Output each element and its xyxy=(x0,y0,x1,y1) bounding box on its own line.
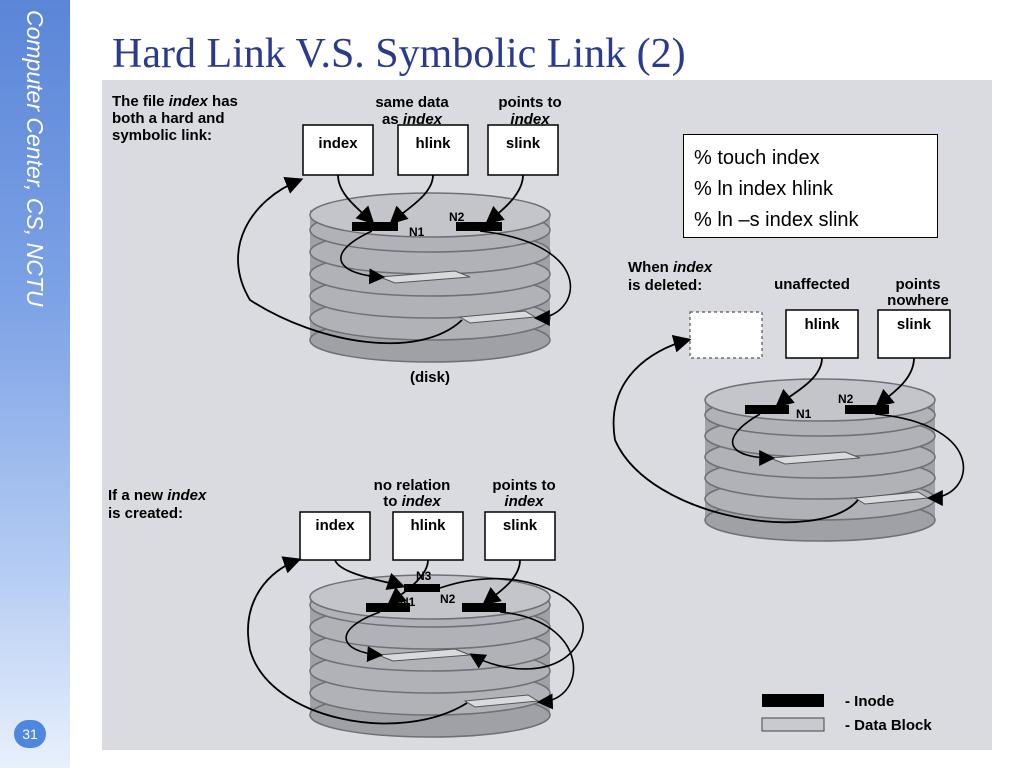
box-hlink-label: hlink xyxy=(410,517,446,534)
arrow-hlink-to-n1 xyxy=(389,174,434,225)
arrow-hlink-to-n1 xyxy=(387,559,429,606)
inode-n1 xyxy=(366,603,410,612)
panel1-caption: The file index has xyxy=(112,93,238,110)
disk-2: N1 N2 xyxy=(704,378,936,542)
box-slink-label: slink xyxy=(503,517,538,534)
data-block xyxy=(379,270,471,284)
box-hlink xyxy=(785,309,859,359)
panel1-label-same-line2: as index xyxy=(382,111,443,128)
command-line: % ln –s index slink xyxy=(694,209,859,231)
inode-n3 xyxy=(404,584,440,592)
arrow-slink-to-n2 xyxy=(875,357,915,408)
arrow-index-to-n3 xyxy=(334,559,406,590)
panel1-label-same: same data xyxy=(375,94,449,111)
arrow-n3-to-block xyxy=(439,578,584,670)
box-hlink xyxy=(397,124,469,176)
inode-n2 xyxy=(845,405,889,414)
sidebar: Computer Center, CS, NCTU 31 xyxy=(0,0,70,768)
label-n2: N2 xyxy=(449,210,465,224)
panel3-label-points: points to xyxy=(492,477,555,494)
arrow-n2-to-block xyxy=(499,611,575,710)
panel1-label-points-em: index xyxy=(510,111,550,128)
arrow-n2-to-block xyxy=(874,413,965,506)
box-slink xyxy=(487,124,559,176)
panel3-label-norelation: no relation xyxy=(374,477,451,494)
sidebar-label: Computer Center, CS, NCTU xyxy=(22,10,48,307)
legend-inode-label: - Inode xyxy=(845,693,894,710)
panel-both-links: The file index has both a hard and symbo… xyxy=(112,93,572,386)
panel2-label-unaffected: unaffected xyxy=(774,276,850,293)
command-line: % ln index hlink xyxy=(694,178,833,200)
arrow-slink-path-to-nowhere xyxy=(612,334,859,524)
panel3-label-points-em: index xyxy=(504,493,544,510)
arrow-n1-to-block xyxy=(731,413,776,466)
arrow-n1-to-block xyxy=(340,230,386,285)
label-n3: N3 xyxy=(416,569,432,583)
box-slink-label: slink xyxy=(506,135,541,152)
disk-3: N1 N2 N3 xyxy=(309,569,551,738)
disk-label: (disk) xyxy=(410,369,450,386)
box-slink-label: slink xyxy=(897,316,932,333)
box-slink xyxy=(484,511,556,561)
legend-inode-swatch xyxy=(762,694,824,707)
disk-1: N1 N2 (disk) xyxy=(309,192,551,386)
inode-n2 xyxy=(456,222,502,231)
box-deleted-index xyxy=(689,311,763,359)
arrow-slink-path-to-new-index xyxy=(247,556,468,725)
box-hlink-label: hlink xyxy=(415,135,451,152)
box-index-label: index xyxy=(318,135,358,152)
panel3-caption: If a new index xyxy=(108,487,207,504)
panel-new-index: If a new index is created: no relation t… xyxy=(108,477,584,738)
arrow-slink-to-n2 xyxy=(485,174,524,225)
panel3-caption-line2: is created: xyxy=(108,505,183,522)
legend: - Inode - Data Block xyxy=(761,693,932,734)
label-n1: N1 xyxy=(796,407,812,421)
arrow-slink-path-to-index xyxy=(237,177,463,345)
command-line: % touch index xyxy=(694,147,820,169)
inode-n1 xyxy=(745,405,789,414)
command-box: % touch index % ln index hlink % ln –s i… xyxy=(683,134,938,238)
arrow-n1-to-block xyxy=(345,611,384,663)
link-diagram: The file index has both a hard and symbo… xyxy=(108,93,965,738)
inode-n2 xyxy=(462,603,506,612)
panel3-label-norelation-line2: to index xyxy=(383,493,441,510)
label-n1: N1 xyxy=(409,225,425,239)
legend-data-block-swatch xyxy=(761,717,825,732)
arrow-slink-to-n2 xyxy=(482,559,521,606)
arrow-index-to-n1 xyxy=(337,174,375,225)
page-number-badge: 31 xyxy=(14,720,46,748)
box-index xyxy=(299,511,371,561)
box-index-label: index xyxy=(315,517,355,534)
inode-n1 xyxy=(352,222,398,231)
panel-index-deleted: When index is deleted: unaffected points… xyxy=(612,259,965,542)
box-slink xyxy=(877,309,951,359)
panel2-caption-line2: is deleted: xyxy=(628,277,702,294)
panel1-caption-line3: symbolic link: xyxy=(112,127,212,144)
panel2-label-nowhere: nowhere xyxy=(887,292,949,309)
legend-data-block-label: - Data Block xyxy=(845,717,932,734)
arrow-hlink-to-n1 xyxy=(775,357,823,408)
label-n1: N1 xyxy=(400,595,416,609)
slide-title: Hard Link V.S. Symbolic Link (2) xyxy=(112,31,686,77)
box-hlink-label: hlink xyxy=(804,316,840,333)
label-n2: N2 xyxy=(440,592,456,606)
panel2-label-points: points xyxy=(896,276,941,293)
panel1-caption-line2: both a hard and xyxy=(112,110,225,127)
panel2-caption: When index xyxy=(628,259,713,276)
arrow-n2-to-block xyxy=(479,230,572,326)
data-block xyxy=(769,451,861,465)
label-n2: N2 xyxy=(838,392,854,406)
panel1-label-points: points to xyxy=(498,94,561,111)
